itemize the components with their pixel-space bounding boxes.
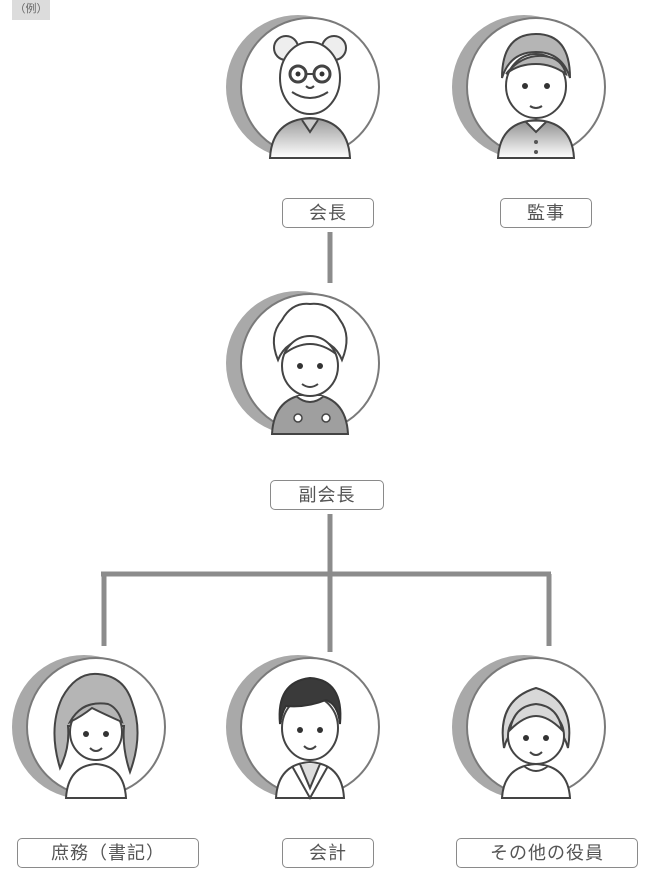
avatar-other-officers	[452, 655, 606, 799]
example-tag: （例）	[12, 0, 50, 20]
avatar-treasurer	[226, 655, 380, 801]
role-label-secretary: 庶務（書記）	[17, 838, 199, 868]
role-label-president: 会長	[282, 198, 374, 228]
role-label-treasurer: 会計	[282, 838, 374, 868]
role-label-other-officers: その他の役員	[456, 838, 638, 868]
avatar-secretary	[12, 655, 166, 799]
avatar-vice-president	[226, 291, 380, 435]
role-label-auditor: 監事	[500, 198, 592, 228]
role-label-vice-president: 副会長	[270, 480, 384, 510]
avatar-president	[226, 15, 380, 159]
avatar-auditor	[452, 15, 606, 159]
